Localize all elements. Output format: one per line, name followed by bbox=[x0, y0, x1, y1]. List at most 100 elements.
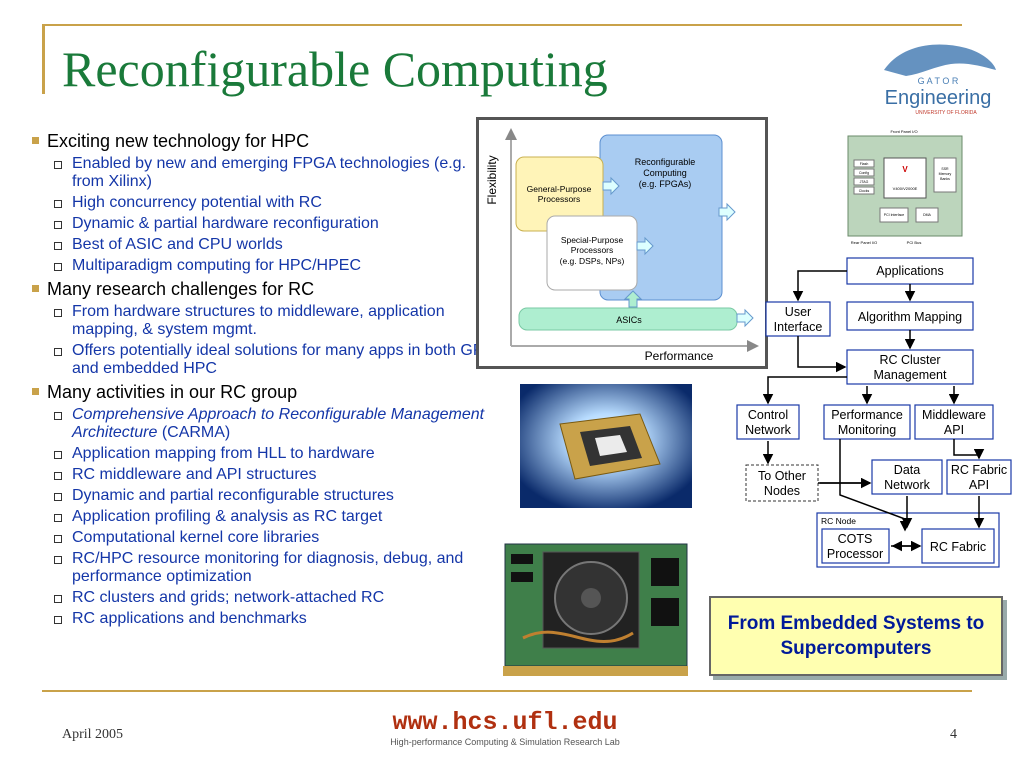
rc-board-photo bbox=[503, 538, 688, 682]
hollow-square-bullet-icon bbox=[54, 556, 62, 564]
to-other-nodes-box bbox=[745, 464, 819, 502]
svg-text:Processors: Processors bbox=[538, 194, 581, 204]
svg-text:Interface: Interface bbox=[774, 320, 823, 334]
sub-bullet: Application profiling & analysis as RC t… bbox=[54, 508, 490, 526]
data-network-box bbox=[871, 459, 943, 495]
svg-text:Banks: Banks bbox=[940, 177, 950, 181]
footer-date: April 2005 bbox=[62, 727, 124, 742]
hollow-square-bullet-icon bbox=[54, 514, 62, 522]
applications-box bbox=[846, 257, 974, 285]
footer-url[interactable]: www.hcs.ufl.edu bbox=[392, 708, 618, 737]
svg-text:SSR: SSR bbox=[941, 167, 949, 171]
cots-processor-box bbox=[821, 528, 890, 564]
svg-text:PCI Interface: PCI Interface bbox=[884, 213, 904, 217]
callout-box: From Embedded Systems to Supercomputers bbox=[709, 596, 1003, 676]
svg-text:RC Fabric: RC Fabric bbox=[930, 540, 986, 554]
svg-text:RC Fabric: RC Fabric bbox=[951, 463, 1007, 477]
arrow-up-icon bbox=[623, 290, 643, 308]
sub-bullet: RC applications and benchmarks bbox=[54, 610, 490, 628]
rc-fabric-api-box bbox=[946, 459, 1012, 495]
spp-box bbox=[546, 215, 638, 291]
flexibility-performance-figure: Flexibility Performance Reconfigurable C… bbox=[476, 117, 768, 369]
svg-text:Data: Data bbox=[894, 463, 920, 477]
hollow-square-bullet-icon bbox=[54, 309, 62, 317]
sub-bullet: Enabled by new and emerging FPGA technol… bbox=[54, 155, 490, 191]
svg-text:(e.g. FPGAs): (e.g. FPGAs) bbox=[639, 179, 692, 189]
arrow-right-icon bbox=[718, 202, 736, 222]
svg-text:User: User bbox=[785, 305, 811, 319]
user-interface-box bbox=[765, 301, 831, 337]
sub-bullet: Computational kernel core libraries bbox=[54, 529, 490, 547]
rc-cluster-management-box bbox=[846, 349, 974, 385]
hollow-square-bullet-icon bbox=[54, 472, 62, 480]
sub-bullet: Best of ASIC and CPU worlds bbox=[54, 236, 490, 254]
svg-text:API: API bbox=[969, 478, 989, 492]
svg-text:Clocks: Clocks bbox=[859, 189, 870, 193]
hollow-square-bullet-icon bbox=[54, 535, 62, 543]
gator-engineering-logo: G A T O R Engineering UNIVERSITY OF FLOR… bbox=[884, 44, 996, 116]
square-bullet-icon bbox=[32, 285, 39, 292]
svg-text:Flash: Flash bbox=[860, 162, 869, 166]
svg-text:JTAG: JTAG bbox=[860, 180, 869, 184]
svg-text:Engineering: Engineering bbox=[885, 87, 992, 109]
y-axis-label: Flexibility bbox=[485, 155, 499, 204]
svg-text:Middleware: Middleware bbox=[922, 408, 986, 422]
sub-bullet: RC/HPC resource monitoring for diagnosis… bbox=[54, 550, 490, 586]
arrow-right-icon bbox=[636, 236, 654, 256]
footer-rule bbox=[42, 690, 972, 692]
middleware-api-box bbox=[914, 404, 994, 440]
bullet-list: Exciting new technology for HPC Enabled … bbox=[30, 127, 490, 631]
svg-text:Algorithm Mapping: Algorithm Mapping bbox=[858, 310, 962, 324]
svg-text:Config: Config bbox=[859, 171, 869, 175]
title-rule bbox=[42, 24, 45, 94]
rc-fabric-box bbox=[921, 528, 995, 564]
arrow-right-icon bbox=[736, 308, 754, 328]
slide-title: Reconfigurable Computing bbox=[62, 41, 608, 97]
fpga-chip-photo bbox=[520, 384, 692, 508]
x-axis-label: Performance bbox=[645, 349, 714, 363]
bullet: Exciting new technology for HPC bbox=[30, 130, 490, 152]
svg-text:Processor: Processor bbox=[827, 547, 883, 561]
square-bullet-icon bbox=[32, 137, 39, 144]
square-bullet-icon bbox=[32, 388, 39, 395]
footer-lab-name: High-performance Computing & Simulation … bbox=[390, 737, 620, 747]
svg-text:Network: Network bbox=[884, 478, 931, 492]
svg-text:RC Node: RC Node bbox=[821, 516, 856, 526]
sub-bullet: Multiparadigm computing for HPC/HPEC bbox=[54, 257, 490, 275]
svg-text:General-Purpose: General-Purpose bbox=[527, 184, 592, 194]
svg-text:V400/V2000E: V400/V2000E bbox=[893, 186, 918, 191]
hollow-square-bullet-icon bbox=[54, 242, 62, 250]
board-block-diagram: Front Panel I/O V V400/V2000E Flash Conf… bbox=[847, 129, 963, 245]
hollow-square-bullet-icon bbox=[54, 493, 62, 501]
sub-bullet: High concurrency potential with RC bbox=[54, 194, 490, 212]
svg-text:Nodes: Nodes bbox=[764, 484, 800, 498]
performance-monitoring-box bbox=[823, 404, 911, 440]
svg-text:COTS: COTS bbox=[838, 532, 873, 546]
hollow-square-bullet-icon bbox=[54, 616, 62, 624]
bullet: Many research challenges for RC bbox=[30, 278, 490, 300]
sub-bullet: RC middleware and API structures bbox=[54, 466, 490, 484]
svg-text:Control: Control bbox=[748, 408, 788, 422]
svg-text:API: API bbox=[944, 423, 964, 437]
hollow-square-bullet-icon bbox=[54, 451, 62, 459]
svg-text:Computing: Computing bbox=[643, 168, 687, 178]
sub-bullet: RC clusters and grids; network-attached … bbox=[54, 589, 490, 607]
svg-text:DMA: DMA bbox=[923, 213, 931, 217]
rc-architecture-diagram: Applications User Interface Algorithm Ma… bbox=[736, 257, 1012, 568]
svg-text:Memory: Memory bbox=[939, 172, 952, 176]
svg-text:Applications: Applications bbox=[876, 264, 943, 278]
svg-text:(e.g. DSPs, NPs): (e.g. DSPs, NPs) bbox=[560, 256, 625, 266]
svg-text:Special-Purpose: Special-Purpose bbox=[561, 235, 624, 245]
sub-bullet: Dynamic & partial hardware reconfigurati… bbox=[54, 215, 490, 233]
svg-text:Performance: Performance bbox=[831, 408, 903, 422]
algorithm-mapping-box bbox=[846, 301, 974, 331]
sub-bullet: From hardware structures to middleware, … bbox=[54, 303, 490, 339]
svg-text:Rear Panel I/O: Rear Panel I/O bbox=[851, 240, 877, 245]
svg-text:ASICs: ASICs bbox=[616, 315, 642, 325]
hollow-square-bullet-icon bbox=[54, 221, 62, 229]
page-number: 4 bbox=[950, 727, 957, 742]
sub-bullet: Comprehensive Approach to Reconfigurable… bbox=[54, 406, 490, 442]
hollow-square-bullet-icon bbox=[54, 412, 62, 420]
sub-bullet: Dynamic and partial reconfigurable struc… bbox=[54, 487, 490, 505]
hollow-square-bullet-icon bbox=[54, 263, 62, 271]
